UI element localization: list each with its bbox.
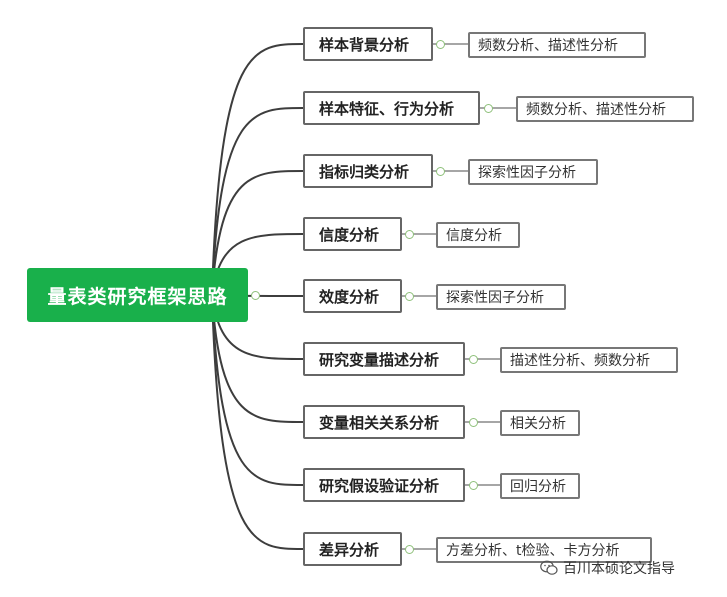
leaf-label: 探索性因子分析 (478, 165, 576, 181)
branch-label: 研究假设验证分析 (319, 476, 440, 495)
branch-collapse-knob[interactable] (405, 292, 414, 301)
branch-collapse-knob[interactable] (436, 167, 445, 176)
root-branch-connector (211, 107, 304, 296)
leaf-label: 频数分析、描述性分析 (526, 102, 666, 118)
branch-collapse-knob[interactable] (469, 481, 478, 490)
branch-node-reliability[interactable]: 信度分析 (303, 217, 402, 251)
leaf-node[interactable]: 探索性因子分析 (468, 159, 598, 185)
leaf-node[interactable]: 回归分析 (500, 473, 580, 499)
branch-collapse-knob[interactable] (469, 418, 478, 427)
branch-node-indicator-classification[interactable]: 指标归类分析 (303, 154, 433, 188)
wechat-icon (540, 560, 558, 575)
branch-label: 信度分析 (319, 225, 380, 244)
leaf-node[interactable]: 频数分析、描述性分析 (468, 32, 646, 58)
branch-label: 指标归类分析 (319, 162, 410, 181)
leaf-label: 方差分析、t检验、卡方分析 (446, 543, 620, 559)
root-collapse-knob[interactable] (251, 291, 260, 300)
root-branch-connector (211, 294, 304, 550)
leaf-node[interactable]: 描述性分析、频数分析 (500, 347, 678, 373)
root-branch-connector (211, 294, 304, 486)
leaf-label: 描述性分析、频数分析 (510, 353, 650, 369)
branch-node-difference[interactable]: 差异分析 (303, 532, 402, 566)
leaf-label: 相关分析 (510, 416, 566, 432)
branch-label: 样本背景分析 (319, 35, 410, 54)
branch-node-sample-feature[interactable]: 样本特征、行为分析 (303, 91, 480, 125)
branch-node-correlation[interactable]: 变量相关关系分析 (303, 405, 465, 439)
branch-label: 效度分析 (319, 287, 380, 306)
leaf-label: 频数分析、描述性分析 (478, 38, 618, 54)
branch-label: 变量相关关系分析 (319, 413, 440, 432)
root-node[interactable]: 量表类研究框架思路 (27, 268, 248, 322)
root-branch-connector (211, 294, 304, 423)
leaf-node[interactable]: 相关分析 (500, 410, 580, 436)
branch-node-sample-background[interactable]: 样本背景分析 (303, 27, 433, 61)
watermark-text: 百川本硕论文指导 (563, 561, 675, 577)
leaf-label: 探索性因子分析 (446, 290, 544, 306)
branch-node-validity[interactable]: 效度分析 (303, 279, 402, 313)
branch-label: 研究变量描述分析 (319, 350, 440, 369)
branch-collapse-knob[interactable] (469, 355, 478, 364)
leaf-node[interactable]: 探索性因子分析 (436, 284, 566, 310)
branch-collapse-knob[interactable] (405, 545, 414, 554)
branch-collapse-knob[interactable] (405, 230, 414, 239)
leaf-label: 回归分析 (510, 479, 566, 495)
branch-collapse-knob[interactable] (484, 104, 493, 113)
branch-label: 样本特征、行为分析 (319, 99, 455, 118)
root-branch-connector (211, 43, 304, 296)
watermark: 百川本硕论文指导 (540, 556, 675, 580)
leaf-label: 信度分析 (446, 228, 502, 244)
root-branch-connector (211, 170, 304, 296)
branch-label: 差异分析 (319, 540, 380, 559)
leaf-node[interactable]: 信度分析 (436, 222, 520, 248)
branch-node-hypothesis-testing[interactable]: 研究假设验证分析 (303, 468, 465, 502)
leaf-node[interactable]: 频数分析、描述性分析 (516, 96, 694, 122)
branch-collapse-knob[interactable] (436, 40, 445, 49)
branch-node-variable-description[interactable]: 研究变量描述分析 (303, 342, 465, 376)
